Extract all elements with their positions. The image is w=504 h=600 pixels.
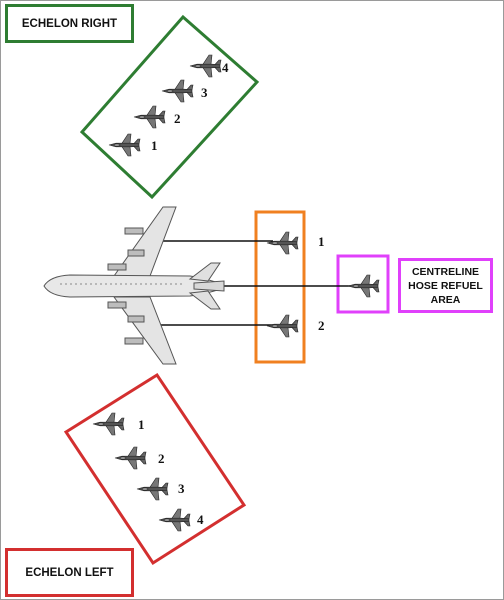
echelon-right-number: 4 <box>222 60 229 75</box>
echelon-right-label-text: ECHELON RIGHT <box>21 17 118 30</box>
echelon-left-label: ECHELON LEFT <box>5 548 134 597</box>
fighter-jet-icon <box>136 477 169 501</box>
echelon-right-number: 3 <box>201 85 208 100</box>
fighter-jet-icon <box>114 446 147 470</box>
fighter-jet-icon <box>266 231 299 255</box>
fighter-jet-icon <box>347 274 380 298</box>
centreline-refuel-area <box>336 254 390 314</box>
tanker-aircraft-icon <box>43 206 225 365</box>
fighter-jet-icon <box>133 105 166 129</box>
wing-refuel-number: 2 <box>318 318 325 333</box>
echelon-right-number: 1 <box>151 138 158 153</box>
fighter-jet-icon <box>266 314 299 338</box>
fighter-jet-icon <box>92 412 125 436</box>
fighter-jet-icon <box>158 508 191 532</box>
fighter-jet-icon <box>189 54 222 78</box>
echelon-left-number: 4 <box>197 512 204 527</box>
echelon-left-number: 2 <box>158 451 165 466</box>
centreline-label-text: CENTRELINE HOSE REFUEL AREA <box>408 265 483 306</box>
wing-refuel-number: 1 <box>318 234 325 249</box>
echelon-left-area <box>63 372 247 566</box>
wing-refuel-area <box>254 210 306 364</box>
echelon-right-label: ECHELON RIGHT <box>5 4 134 43</box>
echelon-left-number: 1 <box>138 417 145 432</box>
echelon-right-number: 2 <box>174 111 181 126</box>
fighter-jet-icon <box>161 79 194 103</box>
fighter-jet-icon <box>108 133 141 157</box>
echelon-left-label-text: ECHELON LEFT <box>25 566 114 579</box>
echelon-left-number: 3 <box>178 481 185 496</box>
echelon-right-area <box>79 14 260 200</box>
centreline-hose-refuel-area-label: CENTRELINE HOSE REFUEL AREA <box>398 258 493 313</box>
